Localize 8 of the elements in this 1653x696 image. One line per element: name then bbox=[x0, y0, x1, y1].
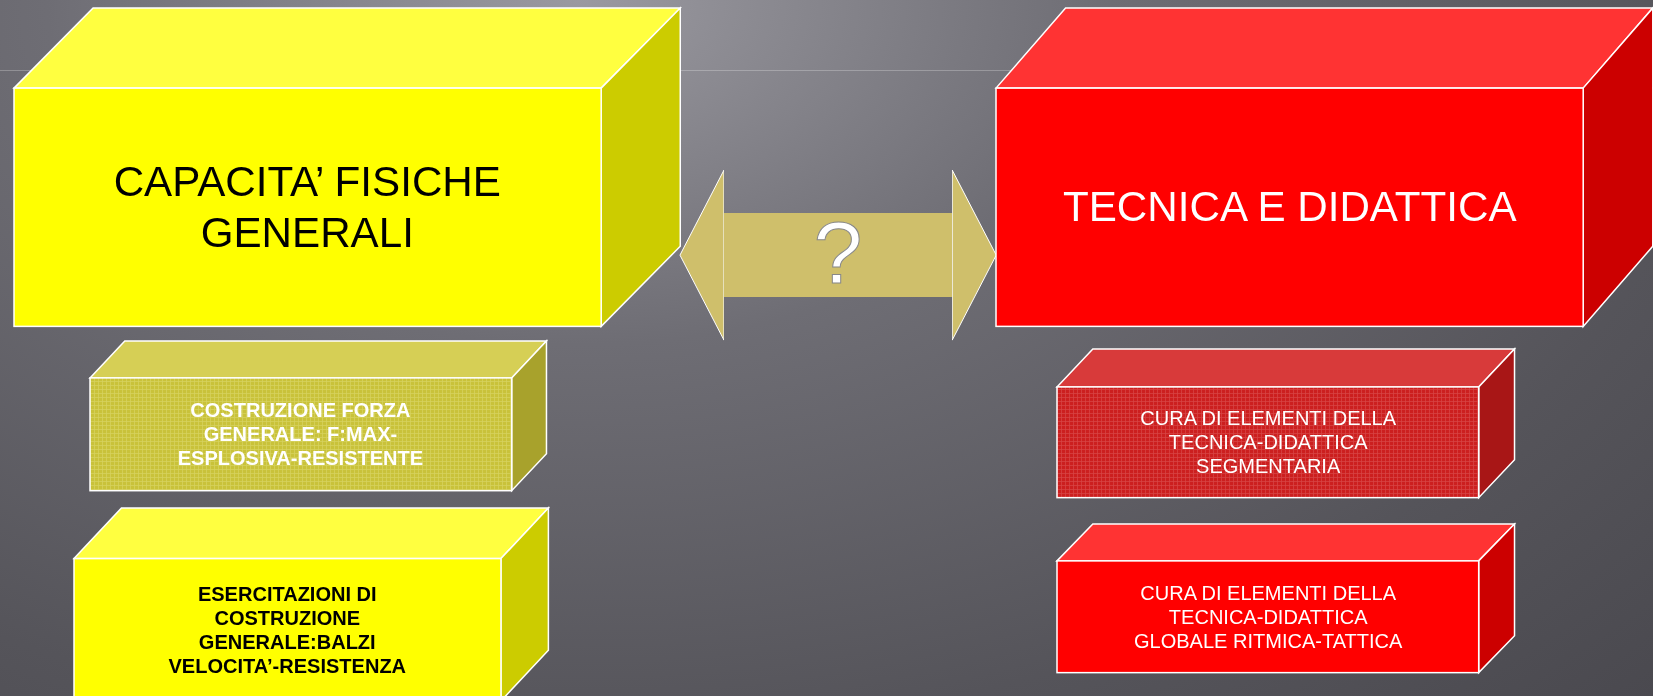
double-arrow bbox=[679, 169, 997, 341]
box-label: COSTRUZIONE FORZA GENERALE: F:MAX-ESPLOSIVA-RESISTENTE bbox=[176, 397, 425, 470]
box-label: ESERCITAZIONI DI COSTRUZIONE GENERALE:BALZI VELOCITA’-RESISTENZA bbox=[167, 581, 408, 678]
edge-label: ? bbox=[812, 203, 864, 304]
box-label: TECNICA E DIDATTICA bbox=[1063, 182, 1517, 233]
box-label: CURA DI ELEMENTI DELLA TECNICA-DIDATTICA GLOBALE RITMICA-TATTICA bbox=[1133, 580, 1404, 653]
box-label: CURA DI ELEMENTI DELLA TECNICA-DIDATTICA SEGMENTARIA bbox=[1139, 406, 1398, 479]
box-label: CAPACITA’ FISICHE GENERALI bbox=[112, 157, 502, 258]
